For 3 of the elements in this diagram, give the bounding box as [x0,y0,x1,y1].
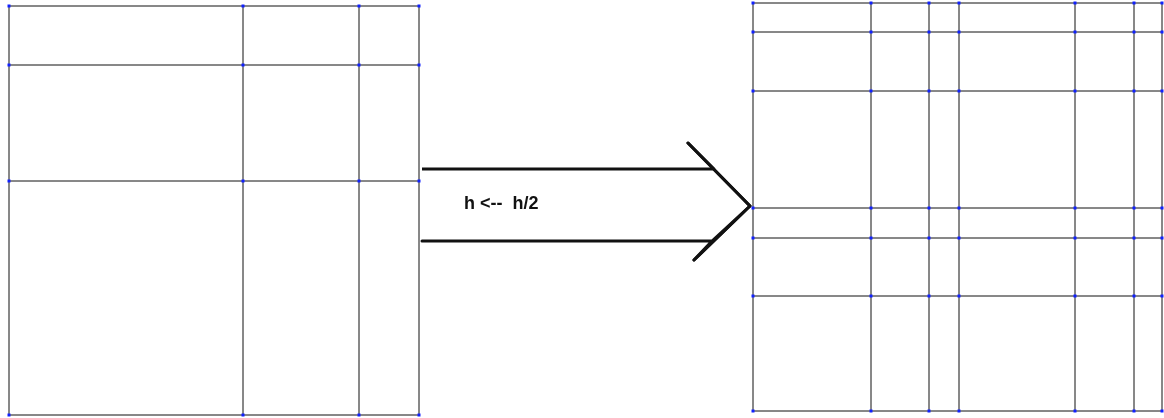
mesh-grid-drawing [753,3,1162,411]
mesh-grid-drawing [9,6,419,415]
refinement-arrow [420,141,752,262]
